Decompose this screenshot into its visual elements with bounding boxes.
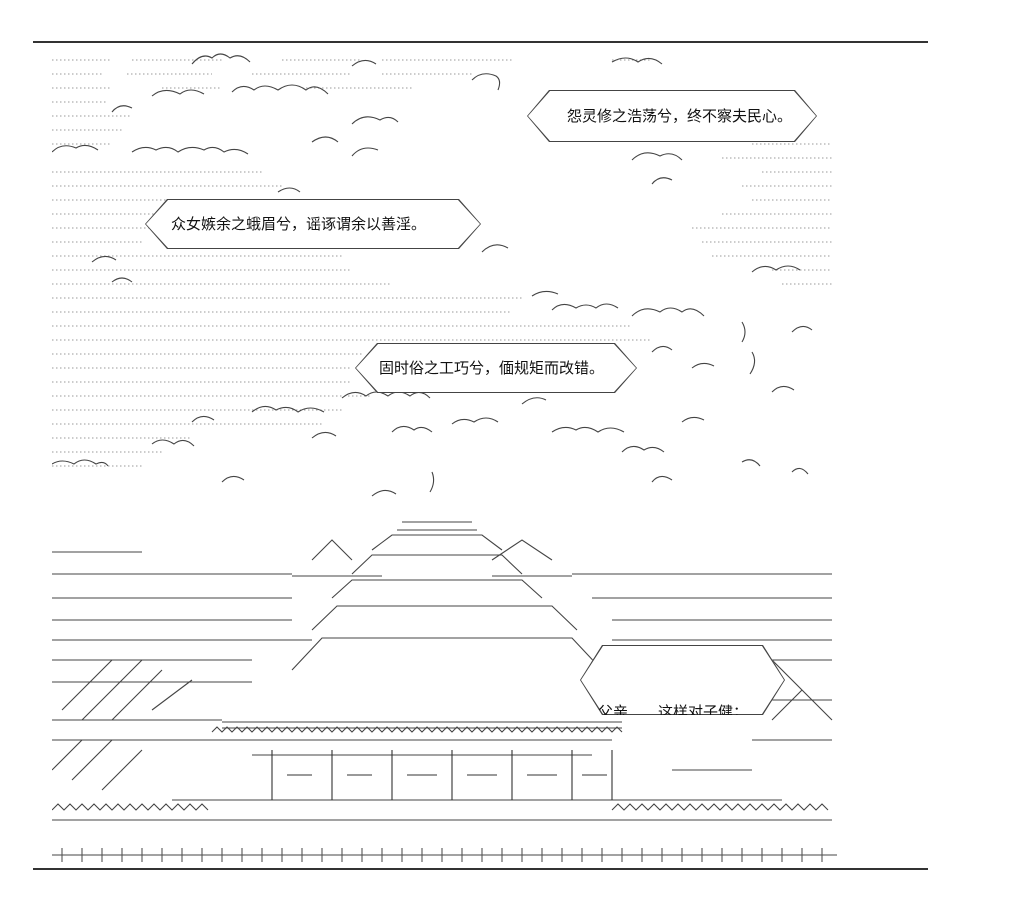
speech-bubble-3-text: 固时俗之工巧兮，偭规矩而改错。 — [379, 359, 605, 377]
speech-bubble-2-text: 众女嫉余之蛾眉兮，谣诼谓余以善淫。 — [171, 215, 427, 233]
palace-ascii-art — [52, 521, 837, 862]
speech-bubble-3: 固时俗之工巧兮，偭规矩而改错。 — [355, 343, 637, 393]
speech-bubble-1-text: 怨灵修之浩荡兮，终不察夫民心。 — [567, 107, 793, 125]
speech-bubble-4: 父亲……这样对子健； 会不会，太苛刻了？ — [580, 645, 785, 715]
speech-bubble-1: 怨灵修之浩荡兮，终不察夫民心。 — [527, 90, 817, 142]
top-rule — [33, 41, 928, 43]
speech-bubble-2: 众女嫉余之蛾眉兮，谣诼谓余以善淫。 — [145, 199, 481, 249]
cloud-sky-ascii-art — [52, 53, 832, 497]
bottom-rule — [33, 868, 928, 870]
